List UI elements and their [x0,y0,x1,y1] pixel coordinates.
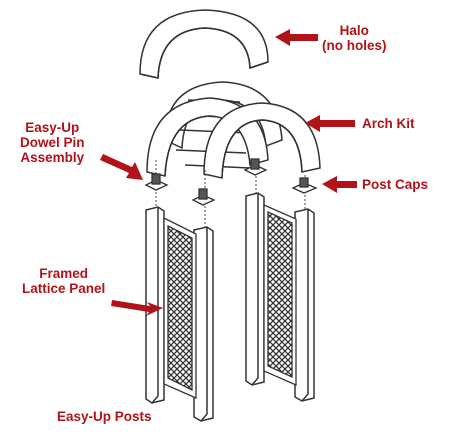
right-lattice-panel-icon [263,204,297,386]
left-lattice-panel-icon [163,216,197,399]
lattice-label-line2: Lattice Panel [22,281,106,296]
left-posts-icon [145,206,214,422]
dowel-label-line3: Assembly [20,150,85,165]
arch-kit-arrow-icon [305,115,355,132]
arch-kit-label: Arch Kit [362,116,415,131]
halo-arch-icon [139,9,269,79]
lattice-label-line1: Framed [39,266,89,281]
dowel-arrow-icon [100,154,143,180]
post-caps-arrow-icon [322,176,357,193]
dowel-label-line1: Easy-Up [25,120,80,135]
post-caps-label: Post Caps [362,177,429,192]
dowel-label-line2: Dowel Pin [20,135,85,150]
lattice-arrow-icon [111,300,163,316]
halo-label-line2: (no holes) [322,38,387,53]
halo-arrow-icon [275,29,318,46]
callout-arrows [100,29,357,316]
right-posts-icon [245,192,315,402]
lattice-panel-label: Framed Lattice Panel [22,266,105,296]
halo-label-line1: Halo [339,23,369,38]
posts-label: Easy-Up Posts [57,409,152,424]
dowel-pin-label: Easy-Up Dowel Pin Assembly [20,120,85,165]
dowel-pin-assembly-icon [144,158,268,206]
halo-label: Halo (no holes) [322,23,387,53]
post-cap-icon [291,177,318,194]
arch-kit-icon [146,81,321,179]
